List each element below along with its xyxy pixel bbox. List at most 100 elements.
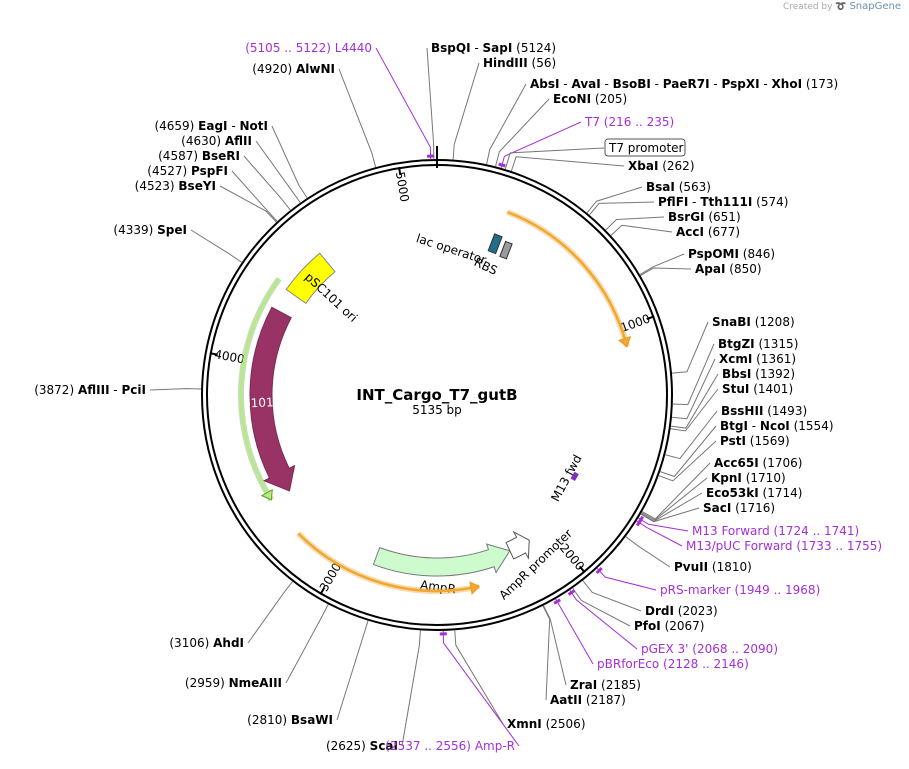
enzyme-label-bsawi[interactable]: (2810) BsaWI [247,713,333,727]
enzyme-position: (574) [756,195,788,209]
enzyme-position: (1569) [750,434,790,448]
enzyme-label-pspomi[interactable]: PspOMI (846) [688,247,775,261]
enzyme-label-bbsi[interactable]: BbsI (1392) [722,367,795,381]
enzyme-leader-line [610,224,673,236]
enzyme-label-apai[interactable]: ApaI (850) [695,262,762,276]
label-layer: BspQI - SapI (5124)HindIII (56) AbsI - Av… [34,41,882,753]
enzyme-label-absi[interactable]: AbsI - AvaI - BsoBI - PaeR7I - PspXI - X… [530,77,838,91]
primer-label-pgex-3[interactable]: pGEX 3' (2068 .. 2090) [641,642,778,656]
enzyme-label-hindiii[interactable]: HindIII (56) [483,56,556,70]
enzyme-separator: - [748,419,760,433]
enzyme-label-afliii[interactable]: (3872) AflIII - PciI [34,383,146,397]
enzyme-label-aatii[interactable]: AatII (2187) [550,693,626,707]
enzyme-label-aflii[interactable]: (4630) AflII [181,134,252,148]
enzyme-label-pflfi[interactable]: PflFI - Tth111I (574) [658,195,788,209]
enzyme-leader-line [336,620,369,721]
enzyme-position: (1810) [712,560,752,574]
primer-label-m13-puc-forward[interactable]: M13/pUC Forward (1733 .. 1755) [686,539,882,553]
primer-label-amp-r[interactable]: (2537 .. 2556) Amp-R [385,739,515,753]
enzyme-name: Tth111I [700,195,752,209]
primer-range: (5105 .. 5122) [245,41,331,55]
enzyme-label-pspfi[interactable]: (4527) PspFI [147,164,228,178]
enzyme-leader-line [285,604,329,684]
enzyme-position: (2187) [586,693,626,707]
leader-lines [149,47,719,747]
enzyme-leader-line [510,156,625,172]
primer-name: L4440 [335,41,372,55]
enzyme-leader-line [231,170,278,222]
primer-label-pbrforeco[interactable]: pBRforEco (2128 .. 2146) [597,657,749,671]
enzyme-label-drdi[interactable]: DrdI (2023) [645,604,718,618]
enzyme-position: (205) [595,92,627,106]
t7-promoter-label[interactable]: T7 promoter [608,141,684,155]
enzyme-leader-line [243,155,291,211]
enzyme-label-btgi[interactable]: BtgI - NcoI (1554) [720,419,834,433]
enzyme-label-bseyi[interactable]: (4523) BseYI [135,179,216,193]
primer-name: pRS-marker [660,583,731,597]
enzyme-leader-line [149,388,202,391]
enzyme-label-ahdi[interactable]: (3106) AhdI [169,636,244,650]
primer-label-t7[interactable]: T7 (216 .. 235) [584,115,674,129]
enzyme-label-alwni[interactable]: (4920) AlwNI [252,62,335,76]
enzyme-name: XbaI [628,159,658,173]
enzyme-label-zrai[interactable]: ZraI (2185) [570,678,641,692]
enzyme-name: SapI [483,41,513,55]
enzyme-label-pvuii[interactable]: PvuII (1810) [674,560,752,574]
tick-mark [646,315,655,321]
enzyme-position: (1554) [794,419,834,433]
enzyme-name: Acc65I [714,456,759,470]
primer-label-l4440[interactable]: (5105 .. 5122) L4440 [245,41,372,55]
enzyme-label-kpni[interactable]: KpnI (1710) [711,471,786,485]
enzyme-name: EagI [198,119,227,133]
enzyme-position: (651) [708,210,740,224]
enzyme-label-nmeaiii[interactable]: (2959) NmeAIII [185,676,282,690]
primer-label-prs-marker[interactable]: pRS-marker (1949 .. 1968) [660,583,820,597]
enzyme-name: EcoNI [553,92,591,106]
enzyme-label-btgzi[interactable]: BtgZI (1315) [718,337,798,351]
enzyme-position: (1706) [763,456,803,470]
enzyme-label-xmni[interactable]: XmnI (2506) [507,717,586,731]
enzyme-name: BseYI [178,179,216,193]
enzyme-label-bsai[interactable]: BsaI (563) [646,180,711,194]
primer-label-m13-forward[interactable]: M13 Forward (1724 .. 1741) [692,524,859,538]
enzyme-leader-line [454,630,504,725]
enzyme-label-econi[interactable]: EcoNI (205) [553,92,627,106]
enzyme-name: NmeAIII [229,676,282,690]
enzyme-label-xcmi[interactable]: XcmI (1361) [719,352,796,366]
enzyme-position: (4527) [147,164,187,178]
enzyme-position: (1392) [755,367,795,381]
enzyme-label-bsshii[interactable]: BssHII (1493) [721,404,807,418]
green-arc-feature [239,278,281,501]
enzyme-label-scai[interactable]: (2625) ScaI [326,739,398,753]
primer-name: M13 Forward [692,524,770,538]
enzyme-name: SnaBI [712,315,751,329]
primer-name: M13/pUC Forward [686,539,793,553]
enzyme-position: (2023) [678,604,718,618]
enzyme-label-stui[interactable]: StuI (1401) [722,382,793,396]
enzyme-label-snabi[interactable]: SnaBI (1208) [712,315,795,329]
tick-mark [398,166,402,176]
enzyme-label-bsrgi[interactable]: BsrGI (651) [668,210,741,224]
lower-orange-feature [297,532,480,593]
enzyme-leader-line [486,83,527,165]
primer-binding-mark [553,598,561,605]
enzyme-label-psti[interactable]: PstI (1569) [720,434,790,448]
enzyme-position: (4523) [135,179,175,193]
enzyme-label-pfoi[interactable]: PfoI (2067) [634,619,704,633]
enzyme-name: BssHII [721,404,763,418]
rbs-label: RBS [472,255,500,278]
enzyme-label-bseri[interactable]: (4587) BseRI [158,149,240,163]
enzyme-label-xbai[interactable]: XbaI (262) [628,159,695,173]
enzyme-separator: - [601,77,613,91]
enzyme-leader-line [271,125,308,199]
enzyme-label-spei[interactable]: (4339) SpeI [113,223,187,237]
enzyme-label-bspqi[interactable]: BspQI - SapI (5124) [431,41,556,55]
enzyme-label-acc65i[interactable]: Acc65I (1706) [714,456,802,470]
enzyme-name: SacI [703,501,731,515]
enzyme-position: (850) [729,262,761,276]
enzyme-leader-line [401,630,421,747]
enzyme-label-eagi[interactable]: (4659) EagI - NotI [154,119,268,133]
enzyme-label-acci[interactable]: AccI (677) [676,225,740,239]
enzyme-label-eco53ki[interactable]: Eco53kI (1714) [706,486,802,500]
enzyme-label-saci[interactable]: SacI (1716) [703,501,775,515]
